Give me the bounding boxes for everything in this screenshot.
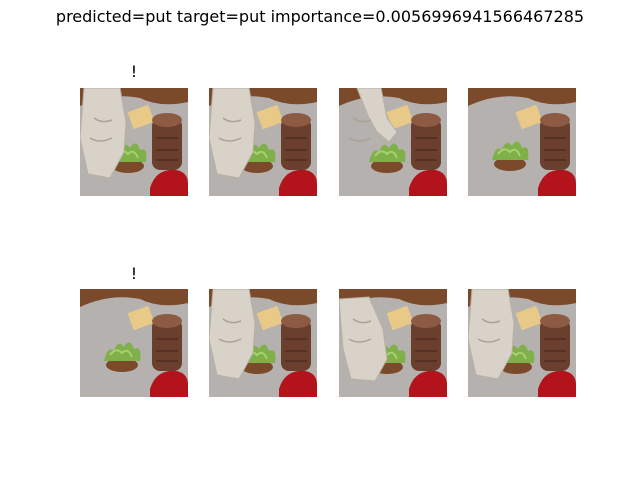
bun-shape [241,360,273,374]
video-frame-6 [209,289,317,397]
frame-image [80,88,188,196]
video-frame-5 [80,289,188,397]
frame-image [468,289,576,397]
jar-body [411,319,441,371]
wooden-board [80,289,188,307]
glove-wrinkle [477,318,501,343]
lettuce-highlight [109,349,133,358]
video-frame-2 [209,88,317,196]
glove-hand [209,88,256,179]
jar-body [540,319,570,371]
cheese-slice [256,305,284,331]
jar-texture [544,137,566,161]
bun-shape [494,157,526,171]
glove-hand [209,289,256,380]
cheese-slice [515,104,543,130]
frame-image [339,289,447,397]
wooden-board [468,88,576,106]
figure-title: predicted=put target=put importance=0.00… [55,7,585,26]
frame-image [209,289,317,397]
jar-body [540,118,570,170]
cheese-slice [386,305,414,331]
red-cloth [538,169,576,196]
jar-texture [156,137,178,161]
red-cloth [409,370,447,397]
jar-lid [152,314,182,328]
jar-body [281,319,311,371]
jar-lid [540,314,570,328]
glove-wrinkle [218,117,242,142]
jar-body [152,118,182,170]
bun-shape [241,159,273,173]
video-frame-1 [80,88,188,196]
video-frame-4 [468,88,576,196]
jar-texture [285,338,307,362]
lettuce-highlight [497,148,521,157]
frame-image [80,289,188,397]
jar-body [411,118,441,170]
frame-image [468,88,576,196]
jar-body [281,118,311,170]
jar-lid [152,113,182,127]
jar-texture [415,338,437,362]
jar-body [152,319,182,371]
red-cloth [279,169,317,196]
jar-texture [415,137,437,161]
bun-shape [371,159,403,173]
cheese-slice [127,305,155,331]
cheese-slice [386,104,414,130]
red-cloth [279,370,317,397]
jar-texture [544,338,566,362]
bun-shape [106,358,138,372]
jar-texture [285,137,307,161]
red-cloth [409,169,447,196]
glove-hand [339,296,388,382]
glove-wrinkle [348,318,372,343]
jar-lid [411,314,441,328]
video-frame-7 [339,289,447,397]
red-cloth [150,169,188,196]
glove-wrinkle [218,318,242,343]
bun-shape [112,159,144,173]
glove-hand [468,289,515,380]
video-frame-8 [468,289,576,397]
frame-image [209,88,317,196]
glove-wrinkle [348,117,372,142]
glove-wrinkle [89,117,113,142]
frame-image [339,88,447,196]
jar-lid [540,113,570,127]
jar-texture [156,338,178,362]
cheese-slice [127,104,155,130]
video-frame-3 [339,88,447,196]
red-cloth [150,370,188,397]
jar-lid [281,314,311,328]
red-cloth [538,370,576,397]
frame-marker: ! [130,62,138,81]
wooden-board [339,289,447,307]
lettuce-highlight [374,150,398,159]
jar-lid [411,113,441,127]
bun-shape [500,360,532,374]
frame-marker: ! [130,264,138,283]
cheese-slice [515,305,543,331]
glove-hand [80,88,127,179]
jar-lid [281,113,311,127]
cheese-slice [256,104,284,130]
